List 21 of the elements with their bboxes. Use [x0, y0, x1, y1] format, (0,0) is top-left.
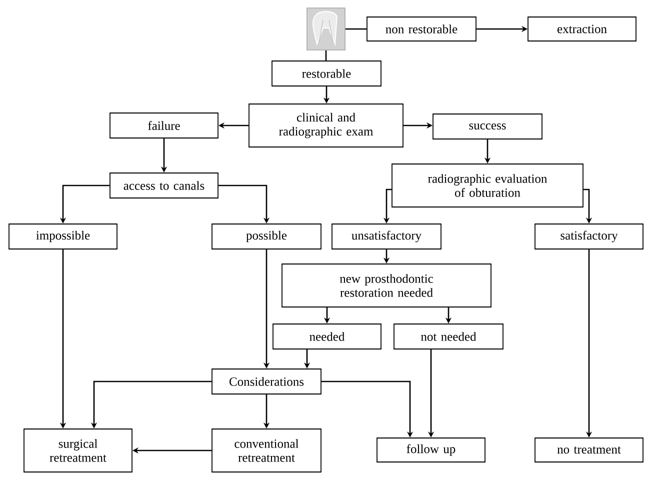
process-box: follow up — [376, 438, 486, 462]
process-box: satisfactory — [534, 224, 644, 250]
process-box: no treatment — [534, 438, 644, 462]
process-box: Considerations — [212, 368, 322, 394]
process-box: restorable — [272, 60, 382, 86]
process-box: non restorable — [366, 16, 476, 42]
process-box: not needed — [394, 324, 504, 350]
process-box: needed — [272, 324, 382, 350]
process-box: access to canals — [110, 172, 218, 198]
process-box: clinical and radiographic exam — [248, 104, 404, 148]
process-box: conventional retreatment — [212, 428, 322, 472]
process-box: possible — [212, 224, 322, 250]
process-box: failure — [110, 112, 218, 138]
process-box: radiographic evaluation of obturation — [392, 164, 584, 208]
process-box: surgical retreatment — [24, 428, 132, 472]
process-box: success — [432, 114, 542, 140]
process-box: unsatisfactory — [332, 224, 442, 250]
tooth-drawing — [306, 8, 346, 50]
process-box: extraction — [528, 16, 636, 42]
process-box: new prosthodontic restoration needed — [282, 264, 492, 308]
process-box: impossible — [8, 224, 118, 250]
